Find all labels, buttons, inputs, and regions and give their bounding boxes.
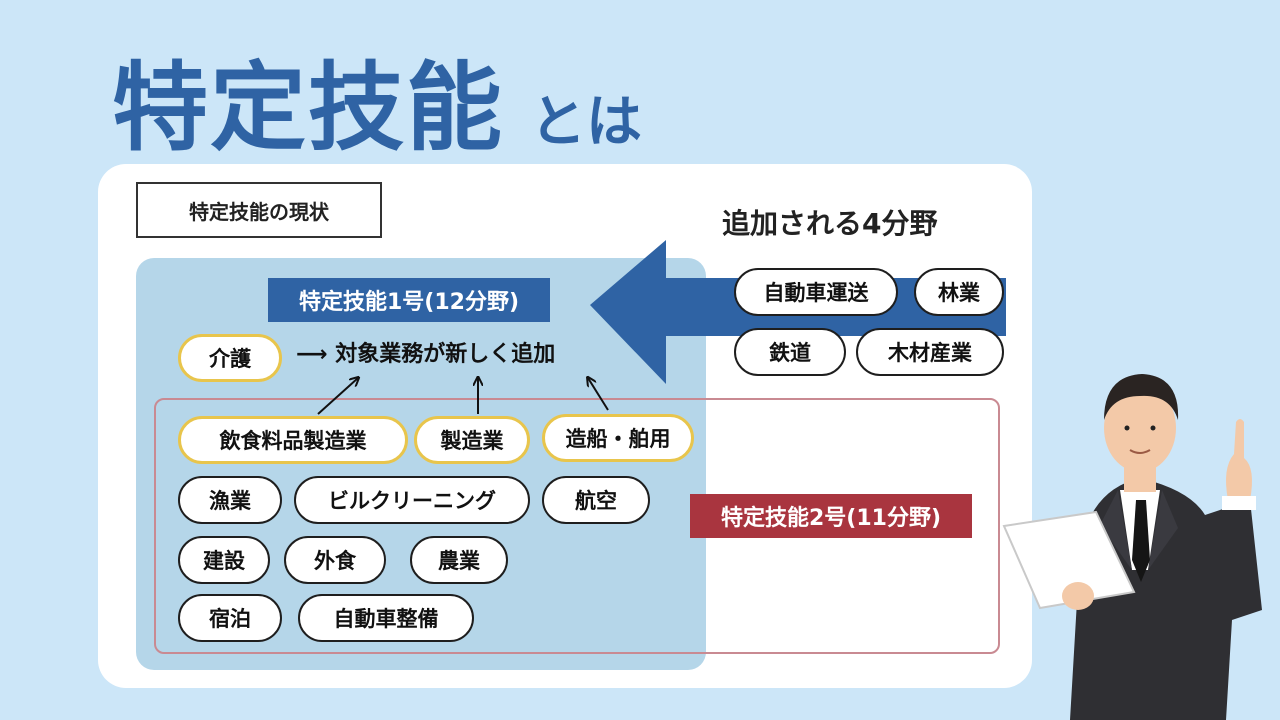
arrow-food-to-new-tasks: [317, 378, 358, 415]
type2-label: 特定技能2号(11分野): [690, 494, 972, 538]
new-tasks-arrow: ⟶: [296, 342, 328, 367]
type2-field-pill: 建設: [178, 536, 270, 584]
type2-field-pill: 外食: [284, 536, 386, 584]
new-tasks-text: ⟶ 対象業務が新しく追加: [296, 336, 555, 368]
expanded-field-pill: 造船・舶用: [542, 414, 694, 462]
added-fields-title: 追加される4分野: [722, 207, 938, 240]
status-label: 特定技能の現状: [136, 182, 382, 238]
businessman-illustration: [1002, 374, 1262, 720]
added-field-pill: 木材産業: [856, 328, 1004, 376]
added-field-pill: 自動車運送: [734, 268, 898, 316]
type2-field-pill: 農業: [410, 536, 508, 584]
expanded-field-pill: 製造業: [414, 416, 530, 464]
type1-label: 特定技能1号(12分野): [268, 278, 550, 322]
type2-region: [154, 398, 1000, 654]
page-title-sub: とは: [530, 90, 642, 155]
type2-field-pill: 漁業: [178, 476, 282, 524]
page-title-main: 特定技能: [112, 52, 504, 164]
added-field-pill: 鉄道: [734, 328, 846, 376]
care-pill: 介護: [178, 334, 282, 382]
page-title: 特定技能とは: [112, 30, 642, 169]
added-field-pill: 林業: [914, 268, 1004, 316]
type2-field-pill: 航空: [542, 476, 650, 524]
type2-field-pill: ビルクリーニング: [294, 476, 530, 524]
arrow-shipbuilding-to-new-tasks: [588, 378, 609, 411]
expanded-field-pill: 飲食料品製造業: [178, 416, 408, 464]
type2-field-pill: 宿泊: [178, 594, 282, 642]
type2-field-pill: 自動車整備: [298, 594, 474, 642]
new-tasks-label: 対象業務が新しく追加: [335, 342, 556, 367]
